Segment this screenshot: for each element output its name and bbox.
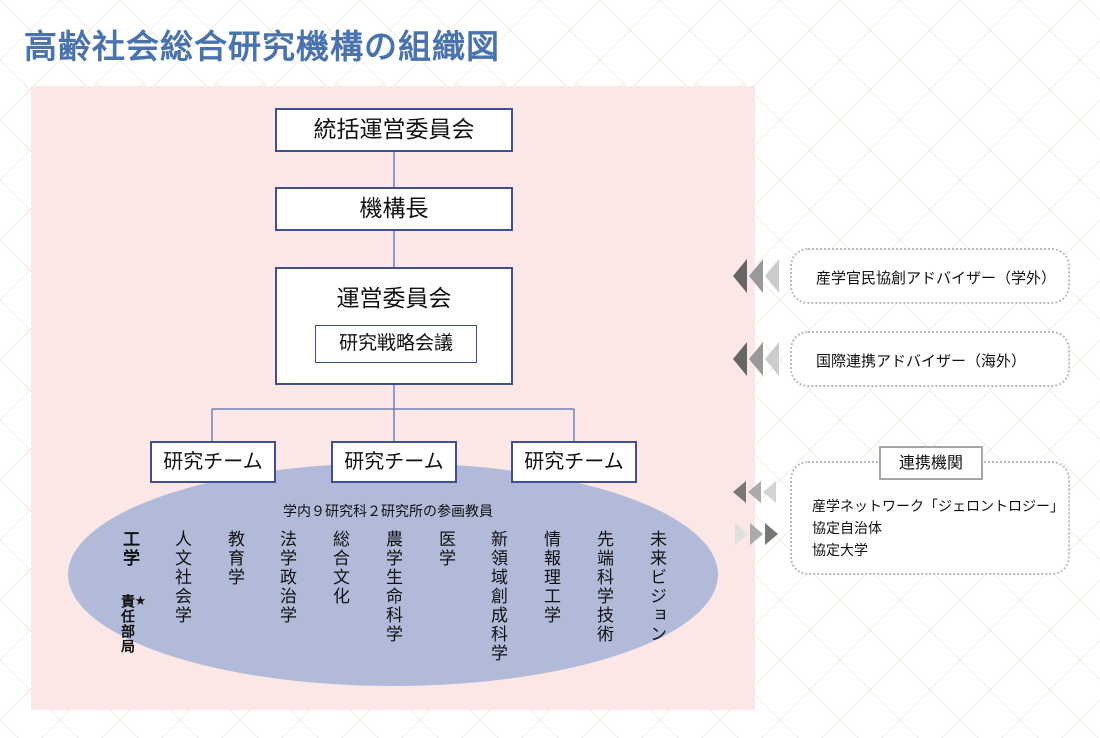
advisor-label: 国際連携アドバイザー（海外）	[816, 352, 1027, 370]
faculty-lead-note: 責任部局	[119, 594, 135, 654]
star-icon: ★	[133, 594, 148, 610]
faculty-department: 教育学	[224, 530, 244, 587]
steering-committee-box: 運営委員会 研究戦略会議	[275, 267, 513, 385]
faculty-department: 法学政治学	[276, 530, 296, 625]
faculty-department: 医学	[435, 530, 455, 568]
partner-item: 協定大学	[812, 543, 868, 559]
partner-title: 連携機関	[879, 446, 983, 480]
advisor-box-international: 国際連携アドバイザー（海外）	[790, 331, 1070, 387]
faculty-department: 新領域創成科学	[487, 530, 507, 663]
partner-item: 協定自治体	[812, 521, 882, 537]
research-team-box: 研究チーム	[511, 441, 637, 483]
faculty-department: 未来ビジョン	[646, 530, 666, 644]
advisor-label: 産学官民協創アドバイザー（学外）	[816, 269, 1057, 287]
faculty-lead-name: 工学	[119, 530, 139, 568]
research-team-box: 研究チーム	[150, 441, 276, 483]
strategy-meeting-box: 研究戦略会議	[315, 325, 477, 363]
chevron-left-icon	[733, 342, 779, 376]
faculty-department: 人文社会学	[171, 530, 191, 625]
partner-list: 産学ネットワーク「ジェロントロジー」 協定自治体 協定大学	[812, 496, 1064, 562]
top-committee-box: 統括運営委員会	[275, 108, 513, 152]
partner-box	[790, 461, 1070, 575]
steering-committee-label: 運営委員会	[336, 286, 452, 312]
partner-item: 産学ネットワーク「ジェロントロジー」	[812, 499, 1064, 515]
director-box: 機構長	[275, 187, 513, 231]
faculty-department: 総合文化	[329, 530, 349, 606]
faculty-lead-engineering: 工学	[119, 530, 139, 568]
faculty-ellipse	[68, 463, 718, 686]
faculty-department: 先端科学技術	[593, 530, 613, 644]
faculty-department: 情報理工学	[540, 530, 560, 625]
chevron-right-icon	[735, 523, 778, 545]
faculty-department: 農学生命科学	[382, 530, 402, 644]
chevron-left-icon	[733, 259, 779, 293]
advisor-box-domestic: 産学官民協創アドバイザー（学外）	[790, 248, 1070, 304]
research-team-box: 研究チーム	[331, 441, 457, 483]
chevron-left-icon	[733, 481, 776, 503]
page-title: 高齢社会総合研究機構の組織図	[24, 27, 500, 66]
faculty-caption: 学内９研究科２研究所の参画教員	[283, 504, 493, 520]
faculty-lead-note-group: ★責任部局	[119, 594, 148, 654]
